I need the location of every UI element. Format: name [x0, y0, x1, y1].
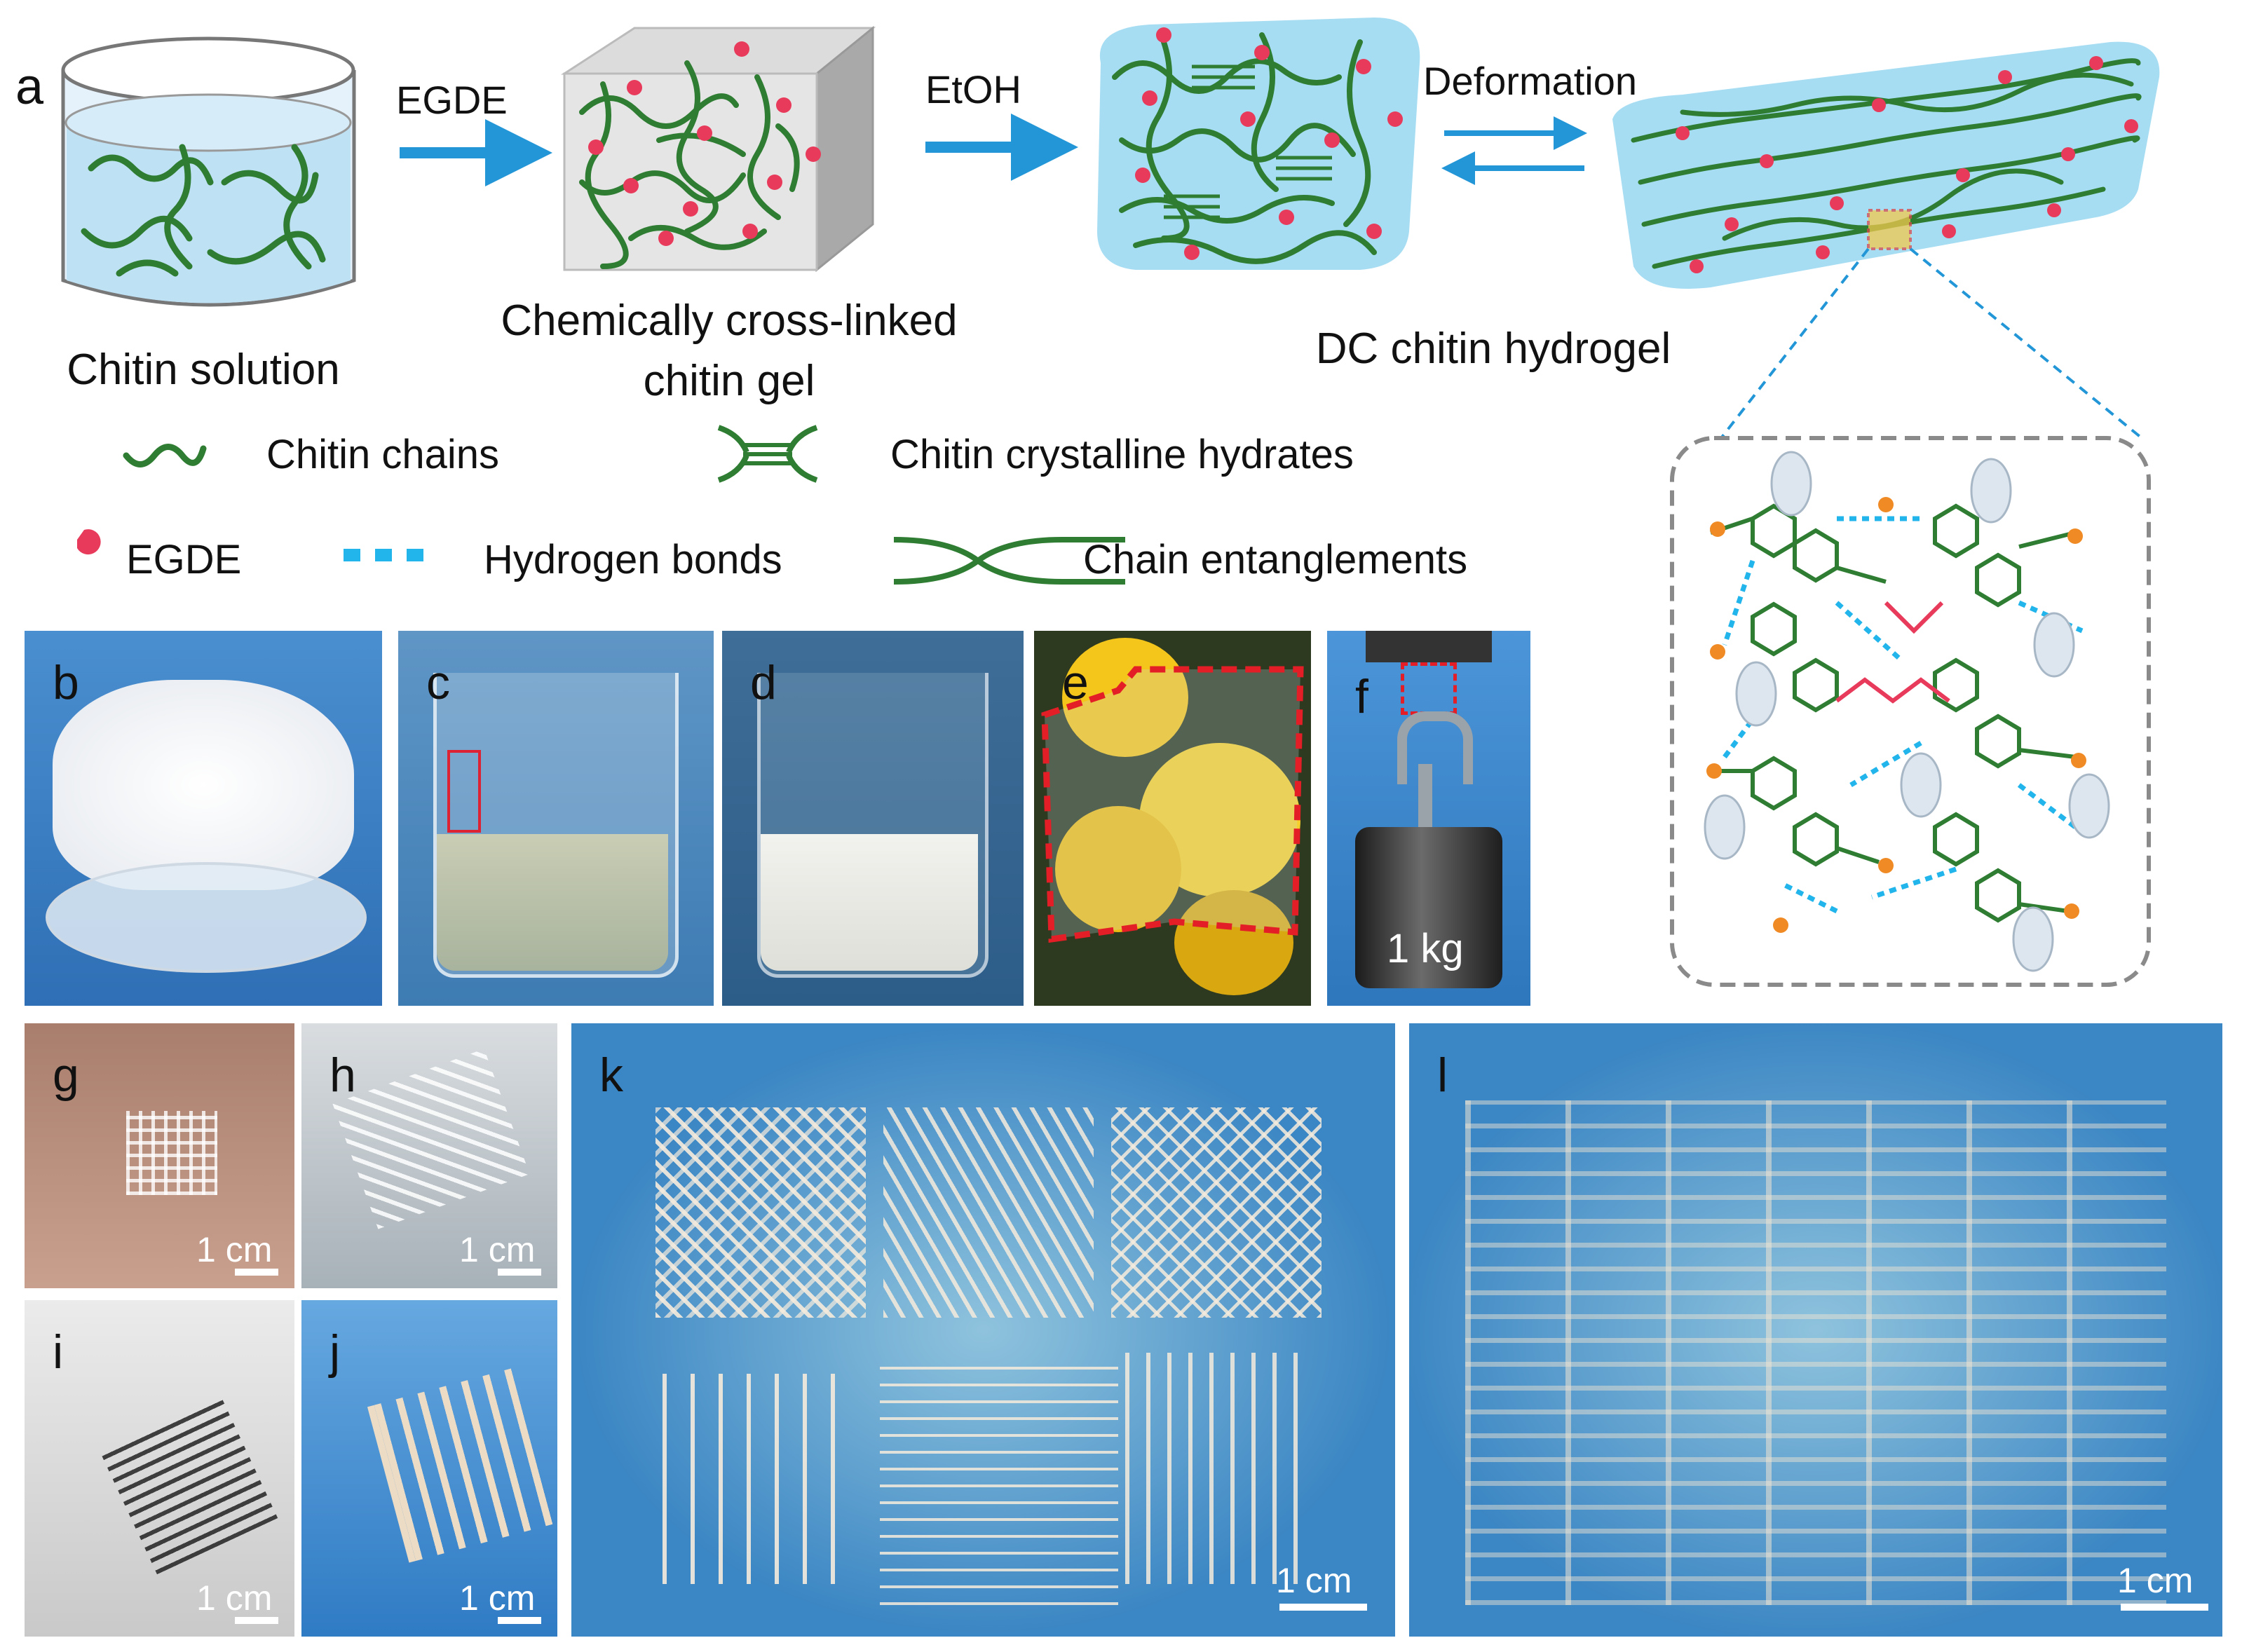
photo-k-circuit-patterns: k 1 cm [571, 1023, 1395, 1637]
caption-gel-line2: chitin gel [643, 357, 815, 405]
legend-label-chains: Chitin chains [266, 432, 500, 477]
scale-label-l: 1 cm [2117, 1561, 2194, 1600]
panel-a: a [15, 18, 2160, 987]
photo-j-blue-glove-circuit: j 1 cm [301, 1300, 557, 1637]
panel-letter-i: i [53, 1325, 64, 1379]
caption-dc-hydrogel: DC chitin hydrogel [1315, 325, 1671, 373]
legend-hbond-icon [344, 549, 423, 561]
legend-chain-icon [123, 444, 207, 467]
panel-letter-f: f [1355, 670, 1368, 723]
photo-b-chitin-flakes: b [25, 631, 382, 1006]
arrow-label-etoh: EtOH [925, 67, 1021, 111]
legend-crystalline-icon [717, 425, 818, 483]
arrow-label-deformation: Deformation [1423, 59, 1638, 103]
scale-bar-h [498, 1269, 541, 1276]
scale-bar-j [498, 1617, 541, 1624]
legend-label-crystalline: Chitin crystalline hydrates [890, 432, 1354, 477]
legend-entanglement-icon [893, 537, 1125, 585]
panel-letter-e: e [1062, 656, 1089, 709]
photo-h-glove-twisted: h 1 cm [301, 1023, 557, 1288]
caption-gel-line1: Chemically cross-linked [501, 296, 958, 345]
panel-letter-l: l [1437, 1049, 1448, 1102]
scale-label-k: 1 cm [1276, 1561, 1352, 1600]
stretched-hydrogel [1612, 41, 2160, 289]
scale-bar-i [235, 1617, 278, 1624]
photo-i-glove-black-circuits: i 1 cm [25, 1300, 294, 1637]
scale-label-g: 1 cm [196, 1230, 273, 1269]
panel-letter-j: j [329, 1325, 341, 1379]
photo-l-sensor-array: l 1 cm [1409, 1023, 2222, 1637]
panel-letter-a: a [15, 59, 44, 115]
scale-label-i: 1 cm [196, 1578, 273, 1618]
caption-chitin-solution: Chitin solution [67, 346, 340, 394]
scale-label-j: 1 cm [459, 1578, 536, 1618]
scale-label-h: 1 cm [459, 1230, 536, 1269]
scale-bar-l [2121, 1604, 2208, 1611]
legend-egde-icon [77, 529, 101, 555]
photo-c-clear-solution: c [398, 631, 714, 1006]
photo-f-load-test: f 1 kg [1327, 631, 1530, 1006]
legend-label-egde: EGDE [126, 537, 242, 582]
chitin-solution-beaker [61, 36, 356, 307]
weight-label: 1 kg [1387, 926, 1464, 971]
panel-letter-d: d [750, 656, 777, 709]
panel-letter-k: k [599, 1049, 623, 1102]
chemical-gel-cube [560, 25, 876, 273]
photo-d-white-suspension: d [722, 631, 1024, 1006]
scale-bar-g [235, 1269, 278, 1276]
zoom-region [1867, 209, 1912, 250]
scale-bar-k [1279, 1604, 1367, 1611]
photo-g-wrist: g 1 cm [25, 1023, 294, 1288]
legend-label-entanglements: Chain entanglements [1083, 537, 1468, 582]
dc-hydrogel-block [1097, 18, 1420, 270]
arrow-label-egde: EGDE [396, 78, 508, 122]
panel-letter-c: c [426, 656, 450, 709]
legend-label-hbonds: Hydrogen bonds [484, 537, 782, 582]
panel-letter-g: g [53, 1049, 79, 1102]
photo-e-transparent-film: e [1034, 631, 1311, 1006]
panel-a-graphics [61, 18, 2160, 987]
panel-letter-b: b [53, 656, 79, 709]
panel-letter-h: h [329, 1049, 356, 1102]
molecular-structure-inset [1670, 436, 2151, 987]
